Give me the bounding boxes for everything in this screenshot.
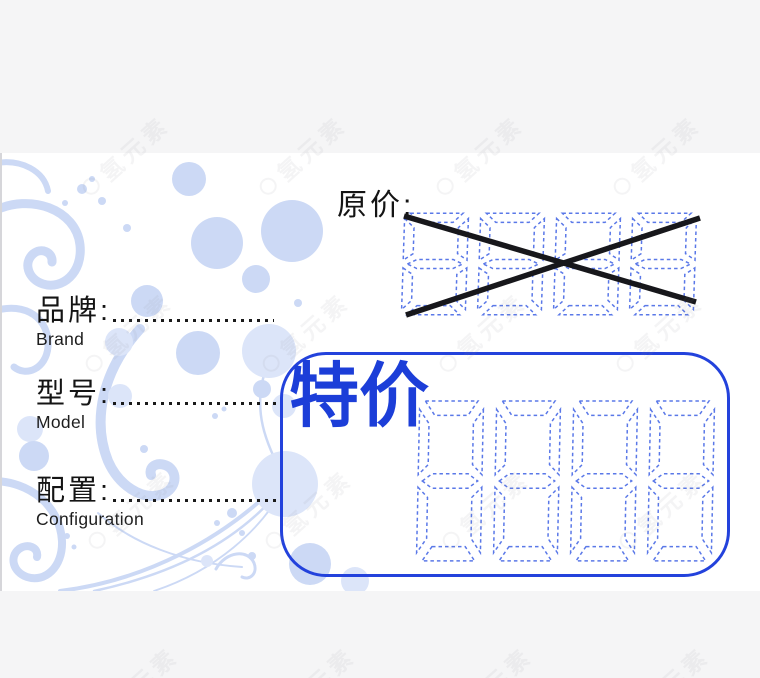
watermark-text: 氢元素 [454, 638, 539, 678]
special-offer-label: 特价 [289, 357, 429, 435]
field-configuration-sublabel: Configuration [36, 509, 144, 529]
field-brand-sublabel: Brand [36, 329, 85, 349]
original-price-label: 原价: [337, 189, 415, 222]
seven-segment-digit [552, 212, 622, 316]
field-brand: 品牌: Brand [36, 295, 274, 350]
watermark-text: 氢元素 [277, 638, 362, 678]
watermark-text: 氢元素 [100, 638, 185, 678]
field-model-sublabel: Model [36, 412, 86, 432]
field-brand-dotted-line [113, 319, 274, 322]
seven-segment-digit [492, 400, 562, 562]
special-offer-digits [415, 399, 716, 563]
field-configuration-label: 配置: [36, 475, 112, 507]
watermark: 氢元素 [613, 603, 755, 678]
field-model: 型号: Model [36, 378, 282, 433]
field-brand-label: 品牌: [36, 295, 112, 327]
field-model-label: 型号: [36, 378, 112, 410]
tag-card [0, 153, 760, 591]
special-offer-box: 特价 [280, 352, 730, 577]
watermark: 氢元素 [436, 603, 578, 678]
seven-segment-digit [415, 400, 485, 562]
field-model-dotted-line [113, 402, 282, 405]
watermark-text: 氢元素 [631, 638, 716, 678]
field-configuration-dotted-line [113, 499, 282, 502]
watermark: 氢元素 [82, 603, 224, 678]
watermark: 氢元素 [259, 603, 401, 678]
seven-segment-digit [569, 400, 639, 562]
strikethrough-x-icon [403, 213, 701, 318]
seven-segment-digit [646, 400, 716, 562]
field-configuration: 配置: Configuration [36, 475, 282, 530]
